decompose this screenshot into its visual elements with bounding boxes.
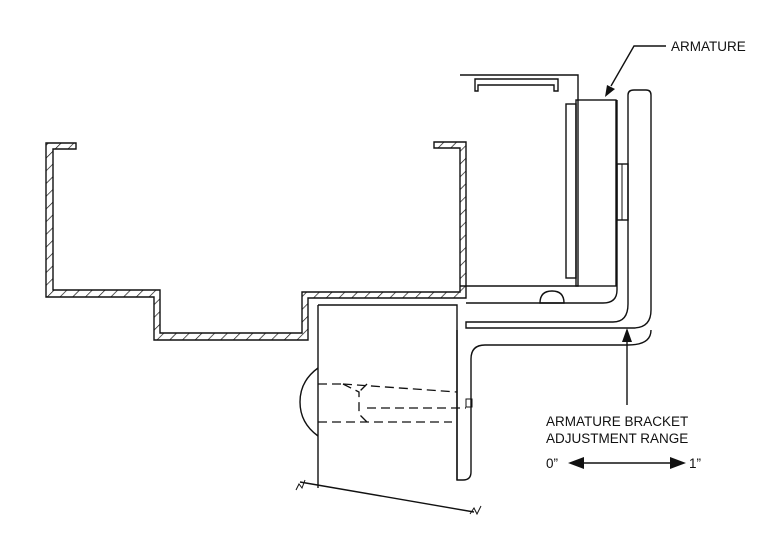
lower-housing — [295, 304, 482, 516]
armature-leader — [605, 45, 666, 97]
hatched-channel — [45, 141, 467, 341]
armature-label: ARMATURE — [671, 39, 746, 54]
hidden-fastener — [318, 383, 473, 423]
range-min-label: 0” — [546, 456, 558, 471]
armature-bracket — [465, 89, 652, 329]
armature-plate — [565, 99, 617, 287]
bracket-label-line2: ADJUSTMENT RANGE — [546, 431, 688, 446]
bracket-leader — [622, 328, 632, 405]
bracket-label-line1: ARMATURE BRACKET — [546, 414, 688, 429]
range-double-arrow — [568, 457, 686, 469]
upper-mount-block — [460, 74, 579, 287]
side-cap — [299, 367, 319, 437]
range-max-label: 1” — [689, 456, 701, 471]
lower-bracket — [456, 329, 652, 481]
screw-head — [539, 290, 565, 304]
